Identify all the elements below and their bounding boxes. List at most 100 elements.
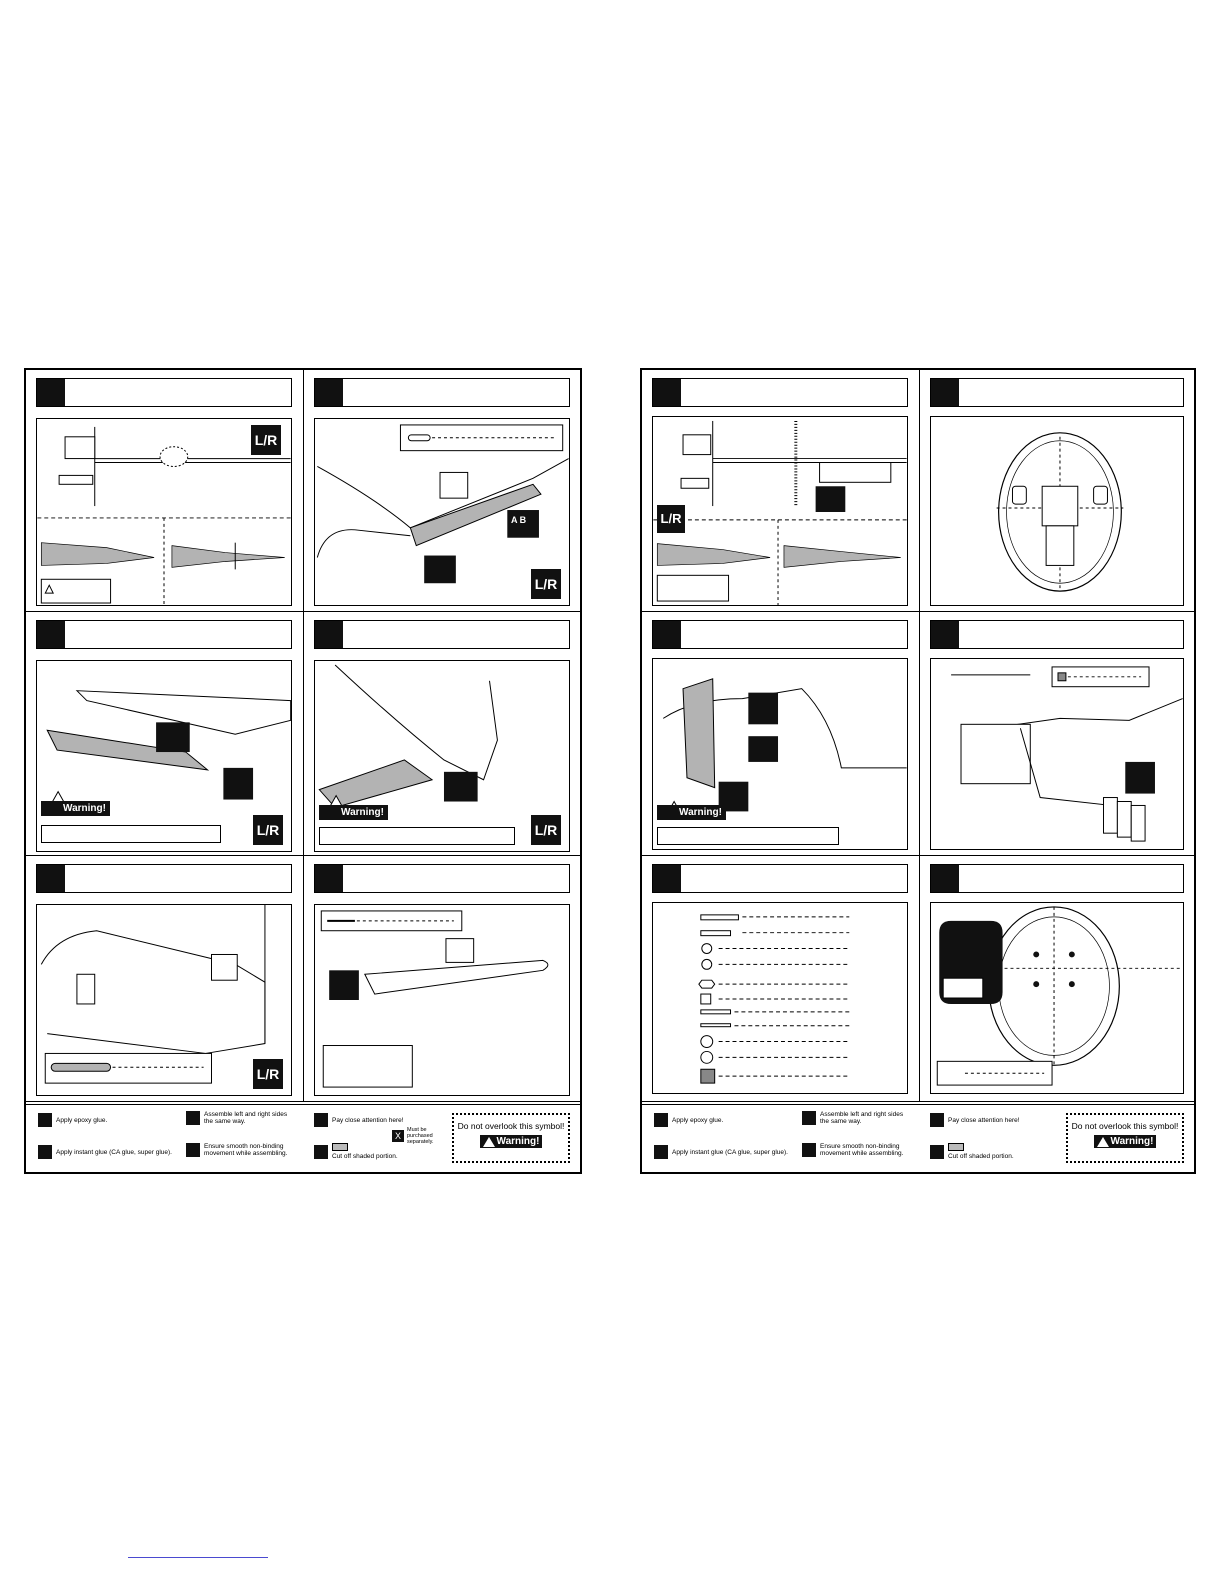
symbol-legend: Apply epoxy glue. Apply instant glue (CA… [26,1104,580,1172]
lr-icon [186,1111,200,1125]
attention-icon [314,1113,328,1127]
step-header [36,378,292,407]
step-cell-12 [920,856,1194,1102]
lr-badge: L/R [253,1059,283,1089]
lr-badge-text: L [254,432,264,448]
cut-icon [930,1144,944,1159]
step-header [930,378,1184,407]
arrow-icon [186,1143,200,1157]
legend-cut: Cut off shaded portion. [930,1143,1014,1160]
step-illustration: A B L/R [314,418,570,606]
step-illustration: Warning! [652,658,908,850]
lr-badge: L/R [531,815,561,845]
step-header [36,864,292,893]
warning-note-box [319,827,515,845]
cut-icon [314,1144,328,1159]
warning-badge: Warning! [41,801,110,816]
step-number-box [931,379,959,406]
legend-attention-text: Pay close attention here! [948,1116,1020,1124]
step-header [314,620,570,649]
step-illustration: L/R [652,416,908,606]
step-number-box [37,865,65,892]
step-cell-6 [304,856,580,1102]
step-header [930,864,1184,893]
ca-glue-icon [654,1145,668,1159]
ab-badge: A B [511,515,527,525]
footer-link-line[interactable] [128,1557,268,1558]
warning-triangle-icon [1096,1136,1109,1147]
legend-must-buy-text: Must be purchased separately. [407,1127,434,1145]
legend-epoxy-text: Apply epoxy glue. [56,1116,108,1124]
lr-badge: L/R [531,569,561,599]
step-number-box [653,379,681,406]
lr-badge: L/R [253,815,283,845]
legend-instant-text: Apply instant glue (CA glue, super glue)… [672,1148,788,1156]
legend-attention: Pay close attention here! [314,1113,404,1127]
lr-icon [802,1111,816,1125]
legend-smooth-text: Ensure smooth non-binding movement while… [820,1143,904,1157]
step-cell-9: Warning! [642,612,920,856]
legend-lr-text: Assemble left and right sides the same w… [204,1111,288,1125]
warning-triangle-icon [482,1136,495,1147]
left-page: L/R A B L/R [24,368,582,1174]
right-page: L/R [640,368,1196,1174]
legend-smooth: Ensure smooth non-binding movement while… [186,1143,296,1157]
step-header [652,378,908,407]
attention-icon [930,1113,944,1127]
legend-cut: Cut off shaded portion. [314,1143,398,1160]
step-cell-5: L/R [26,856,304,1102]
step-number-box [315,379,343,406]
legend-epoxy: Apply epoxy glue. [654,1113,723,1127]
notice-box: Do not overlook this symbol! Warning! [452,1113,570,1163]
step-illustration [314,904,570,1096]
step-illustration: Warning! L/R [314,660,570,852]
legend-attention-text: Pay close attention here! [332,1116,404,1124]
legend-instant: Apply instant glue (CA glue, super glue)… [654,1145,788,1159]
legend-lr: Assemble left and right sides the same w… [186,1111,296,1125]
lr-badge-text-r: R [267,432,278,448]
step-illustration [930,902,1184,1094]
step-cell-7: L/R [642,370,920,612]
warning-badge: Warning! [479,1135,543,1148]
legend-cut-text: Cut off shaded portion. [332,1153,398,1160]
step-cell-11 [642,856,920,1102]
step-number-box [37,379,65,406]
step-cell-2: A B L/R [304,370,580,612]
x-icon: X [392,1130,404,1142]
step-number-box [315,621,343,648]
step-number-box [315,865,343,892]
notice-text: Do not overlook this symbol! [1071,1121,1179,1131]
legend-attention: Pay close attention here! [930,1113,1020,1127]
shaded-swatch [948,1143,964,1151]
step-number-box [931,865,959,892]
warning-badge: Warning! [657,805,726,820]
legend-lr-text: Assemble left and right sides the same w… [820,1111,904,1125]
warning-badge: Warning! [319,805,388,820]
shaded-swatch [332,1143,348,1151]
step-illustration: L/R [36,418,292,606]
lr-badge: L/R [657,505,685,533]
hardware-list [652,902,908,1094]
arrow-icon [802,1143,816,1157]
step-cell-8 [920,370,1194,612]
legend-epoxy-text: Apply epoxy glue. [672,1116,724,1124]
step-header [930,620,1184,649]
warning-label: Warning! [1110,1136,1154,1147]
step-illustration: Warning! L/R [36,660,292,852]
legend-instant-text: Apply instant glue (CA glue, super glue)… [56,1148,172,1156]
lr-badge: L/R [251,425,281,455]
legend-cut-text: Cut off shaded portion. [948,1153,1014,1160]
warning-note-box [657,827,839,845]
step-cell-10 [920,612,1194,856]
symbol-legend: Apply epoxy glue. Apply instant glue (CA… [642,1104,1194,1172]
notice-box: Do not overlook this symbol! Warning! [1066,1113,1184,1163]
step-header [36,620,292,649]
notice-text: Do not overlook this symbol! [457,1121,565,1131]
epoxy-icon [38,1113,52,1127]
legend-smooth: Ensure smooth non-binding movement while… [802,1143,912,1157]
ca-glue-icon [38,1145,52,1159]
legend-lr: Assemble left and right sides the same w… [802,1111,912,1125]
step-cell-4: Warning! L/R [304,612,580,856]
step-cell-3: Warning! L/R [26,612,304,856]
step-number-box [653,621,681,648]
